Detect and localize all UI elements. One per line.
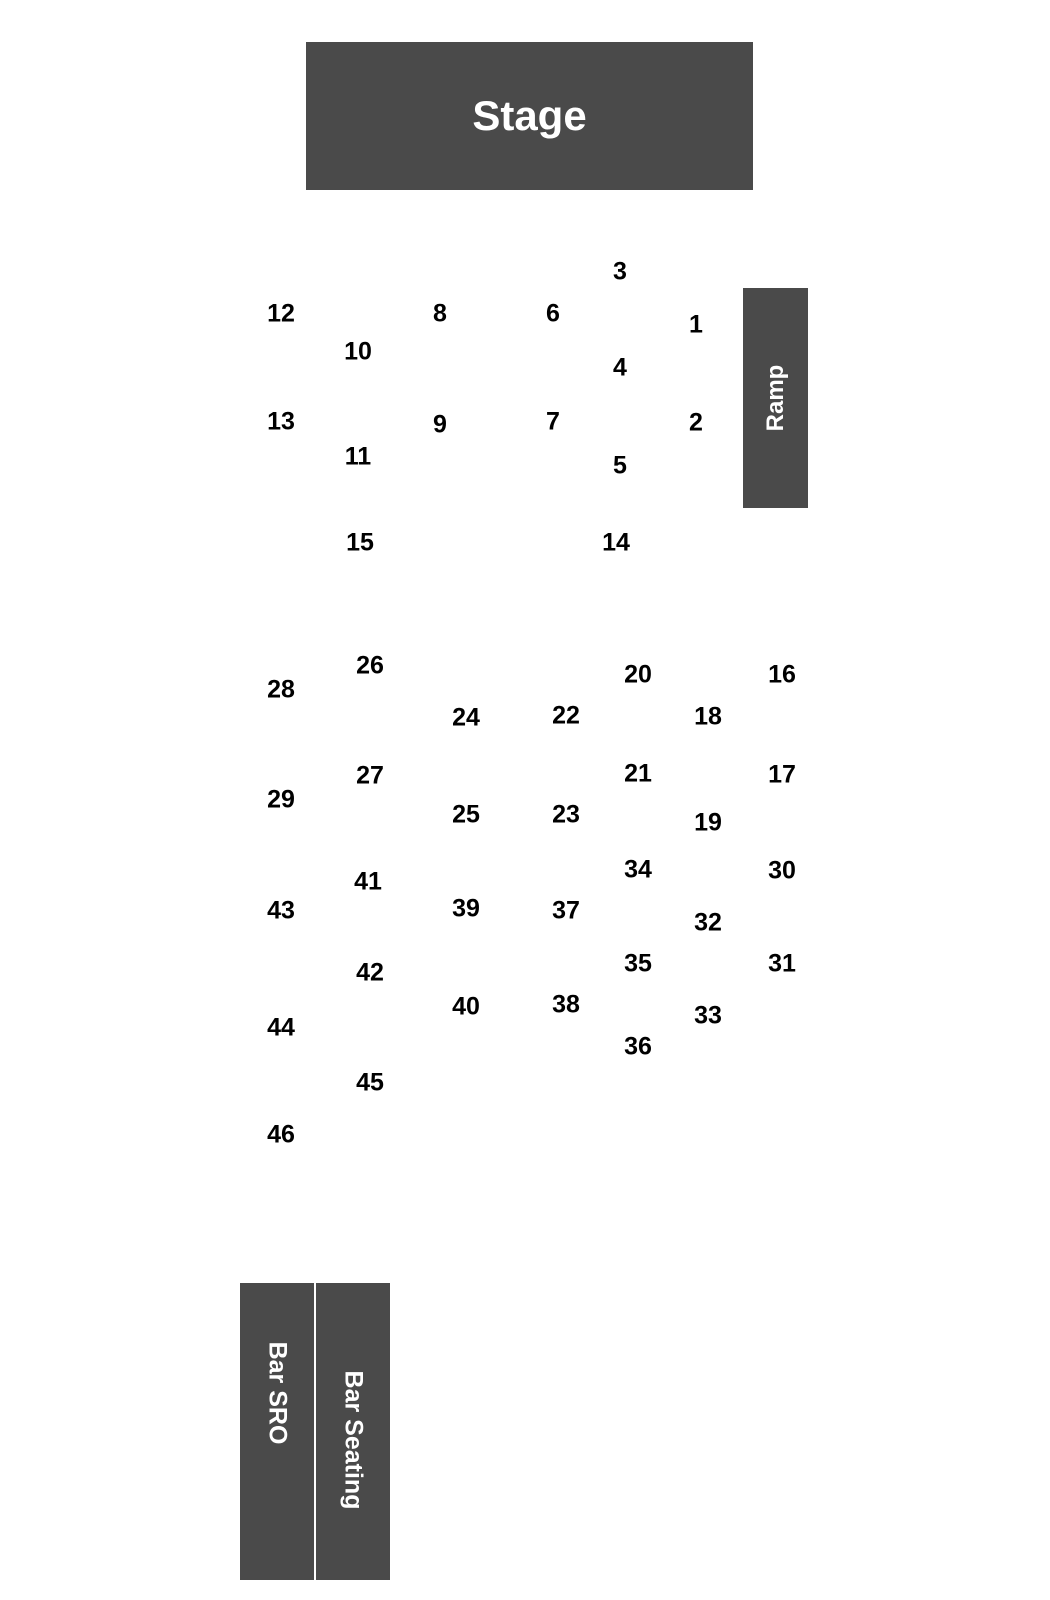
table-17[interactable]: 17 [768,760,796,789]
table-19[interactable]: 19 [694,808,722,837]
bar-seating-label: Bar Seating [339,1370,368,1510]
table-43[interactable]: 43 [267,896,295,925]
table-12[interactable]: 12 [267,299,295,328]
table-5[interactable]: 5 [613,451,627,480]
table-35[interactable]: 35 [624,949,652,978]
table-41[interactable]: 41 [354,867,382,896]
table-39[interactable]: 39 [452,894,480,923]
table-1[interactable]: 1 [689,310,703,339]
stage-block: Stage [306,42,753,190]
table-14[interactable]: 14 [602,528,630,557]
table-10[interactable]: 10 [344,337,372,366]
table-13[interactable]: 13 [267,407,295,436]
table-27[interactable]: 27 [356,761,384,790]
table-34[interactable]: 34 [624,855,652,884]
table-40[interactable]: 40 [452,992,480,1021]
bar-sro-section[interactable]: Bar SRO [240,1283,314,1580]
table-22[interactable]: 22 [552,701,580,730]
table-38[interactable]: 38 [552,990,580,1019]
table-32[interactable]: 32 [694,908,722,937]
table-46[interactable]: 46 [267,1120,295,1149]
table-4[interactable]: 4 [613,353,627,382]
table-45[interactable]: 45 [356,1068,384,1097]
table-29[interactable]: 29 [267,785,295,814]
bar-sro-label: Bar SRO [263,1341,292,1445]
table-3[interactable]: 3 [613,257,627,286]
table-25[interactable]: 25 [452,800,480,829]
table-15[interactable]: 15 [346,528,374,557]
bar-seating-section[interactable]: Bar Seating [316,1283,390,1580]
table-42[interactable]: 42 [356,958,384,987]
table-24[interactable]: 24 [452,703,480,732]
table-7[interactable]: 7 [546,407,560,436]
table-21[interactable]: 21 [624,759,652,788]
table-30[interactable]: 30 [768,856,796,885]
table-6[interactable]: 6 [546,299,560,328]
table-11[interactable]: 11 [344,442,372,471]
table-8[interactable]: 8 [433,299,447,328]
table-44[interactable]: 44 [267,1013,295,1042]
ramp-block: Ramp [743,288,808,508]
table-2[interactable]: 2 [689,408,703,437]
ramp-label: Ramp [761,364,789,432]
table-26[interactable]: 26 [356,651,384,680]
table-28[interactable]: 28 [267,675,295,704]
table-18[interactable]: 18 [694,702,722,731]
table-36[interactable]: 36 [624,1032,652,1061]
table-33[interactable]: 33 [694,1001,722,1030]
table-23[interactable]: 23 [552,800,580,829]
table-31[interactable]: 31 [768,949,796,978]
table-16[interactable]: 16 [768,660,796,689]
table-20[interactable]: 20 [624,660,652,689]
stage-label: Stage [472,92,587,139]
table-9[interactable]: 9 [433,410,447,439]
table-37[interactable]: 37 [552,896,580,925]
